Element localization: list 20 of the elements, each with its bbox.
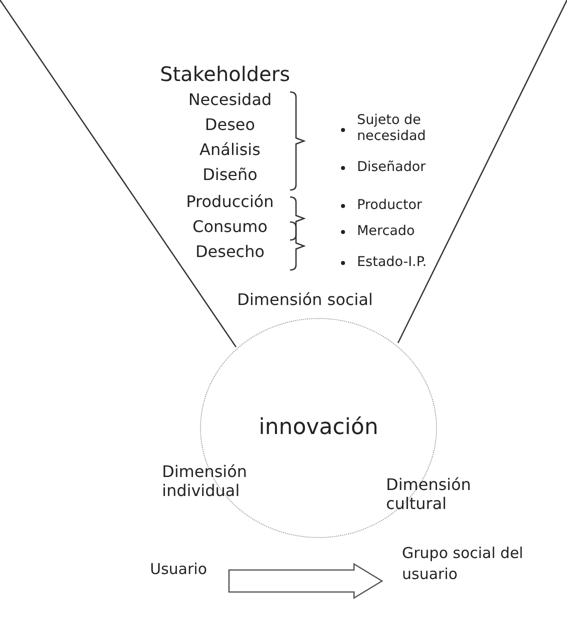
dimension-label: Dimensión individual (162, 462, 248, 500)
dimension-label: Dimensión social (237, 290, 373, 310)
stage-label: Deseo (204, 115, 256, 134)
node-label: Grupo social del usuario (402, 543, 524, 585)
stage-label: Diseño (202, 165, 258, 184)
stage-label: Consumo (192, 217, 268, 236)
stakeholder-label: Sujeto de necesidad (357, 112, 427, 144)
stakeholder-label: Estado-I.P. (357, 254, 427, 270)
dimension-label: Dimensión cultural (386, 475, 472, 514)
heading: Stakeholders (160, 62, 290, 86)
stakeholder-label: Productor (357, 197, 422, 214)
stage-label: Análisis (200, 140, 260, 160)
stage-label: Desecho (195, 242, 265, 262)
center-label: innovación (258, 414, 378, 442)
block-arrow (228, 562, 384, 600)
node-label: Usuario (150, 558, 208, 580)
stakeholder-label: Mercado (357, 223, 415, 240)
stage-label: Producción (186, 192, 274, 212)
stage-label: Necesidad (188, 90, 272, 110)
stakeholder-label: Diseñador (357, 159, 426, 176)
